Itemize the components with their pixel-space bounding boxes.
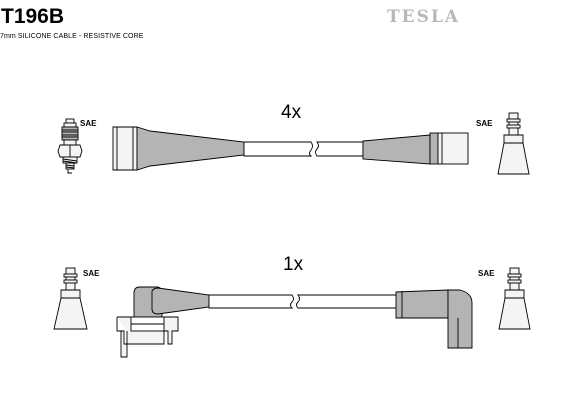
cable-description: 7mm SILICONE CABLE - RESISTIVE CORE — [0, 33, 144, 40]
top-right-boot — [362, 132, 469, 165]
top-cable — [243, 141, 364, 157]
cap-terminal-icon — [497, 112, 530, 175]
cap-terminal-icon — [53, 267, 88, 330]
bottom-set-quantity: 1x — [283, 254, 304, 275]
top-left-sae-label: SAE — [80, 119, 97, 128]
product-code: T196B — [1, 5, 65, 28]
bottom-left-angle-boot — [116, 286, 210, 358]
brand-logo: TESLA — [387, 7, 461, 27]
bottom-right-sae-label: SAE — [478, 269, 495, 278]
bottom-right-angle-boot — [395, 289, 473, 349]
bottom-left-sae-label: SAE — [83, 269, 100, 278]
top-set-quantity: 4x — [281, 102, 302, 123]
top-left-boot — [112, 126, 245, 171]
spark-plug-icon — [57, 118, 83, 174]
bottom-cable — [208, 294, 399, 309]
top-right-sae-label: SAE — [476, 119, 493, 128]
cap-terminal-icon — [498, 267, 531, 330]
